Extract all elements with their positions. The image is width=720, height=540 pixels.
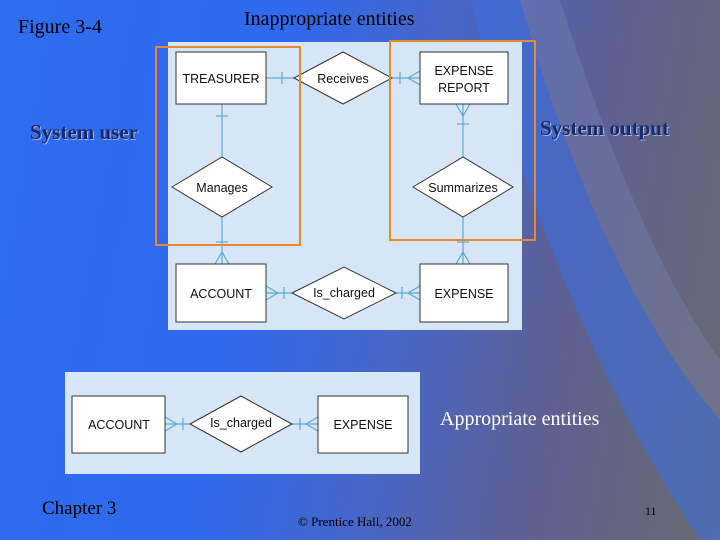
relationship-label-summarizes: Summarizes (428, 181, 497, 195)
relationship-summarizes (412, 156, 514, 218)
relationship-is-charged (290, 266, 398, 320)
entity-account-appropriate (71, 395, 166, 454)
appropriate-entities-label: Appropriate entities (440, 408, 600, 430)
entity-label-report: REPORT (438, 81, 490, 95)
system-output-highlight (389, 40, 536, 241)
system-output-callout: System output (540, 116, 669, 140)
system-user-callout: System user (30, 120, 138, 144)
page-number: 11 (645, 504, 657, 518)
entity-label-expense: EXPENSE (434, 64, 493, 78)
entity-label-account: ACCOUNT (190, 287, 252, 301)
relationship-label-receives: Receives (317, 72, 368, 86)
system-user-highlight (155, 46, 301, 246)
footer-copyright: © Prentice Hall, 2002 (298, 514, 412, 529)
relationship-manages (171, 156, 273, 218)
entity-expense-appropriate (317, 395, 409, 454)
relationship-label-is-charged: Is_charged (313, 286, 375, 300)
relationship-is-charged-appropriate (188, 395, 294, 453)
entity-expense-report (419, 51, 509, 105)
entity-label-expense-2: EXPENSE (434, 287, 493, 301)
footer-chapter: Chapter 3 (42, 498, 117, 519)
relationship-label-manages: Manages (196, 181, 247, 195)
entity-account (175, 263, 267, 323)
entity-treasurer (175, 51, 267, 105)
slide-title: Inappropriate entities (244, 8, 415, 30)
relationship-label-is-charged-appropriate: Is_charged (210, 416, 272, 430)
figure-label: Figure 3-4 (18, 16, 102, 38)
entity-label-account-appropriate: ACCOUNT (88, 418, 150, 432)
entity-expense (419, 263, 509, 323)
entity-label-treasurer: TREASURER (182, 72, 259, 86)
entity-label-expense-appropriate: EXPENSE (333, 418, 392, 432)
relationship-receives (292, 51, 394, 105)
